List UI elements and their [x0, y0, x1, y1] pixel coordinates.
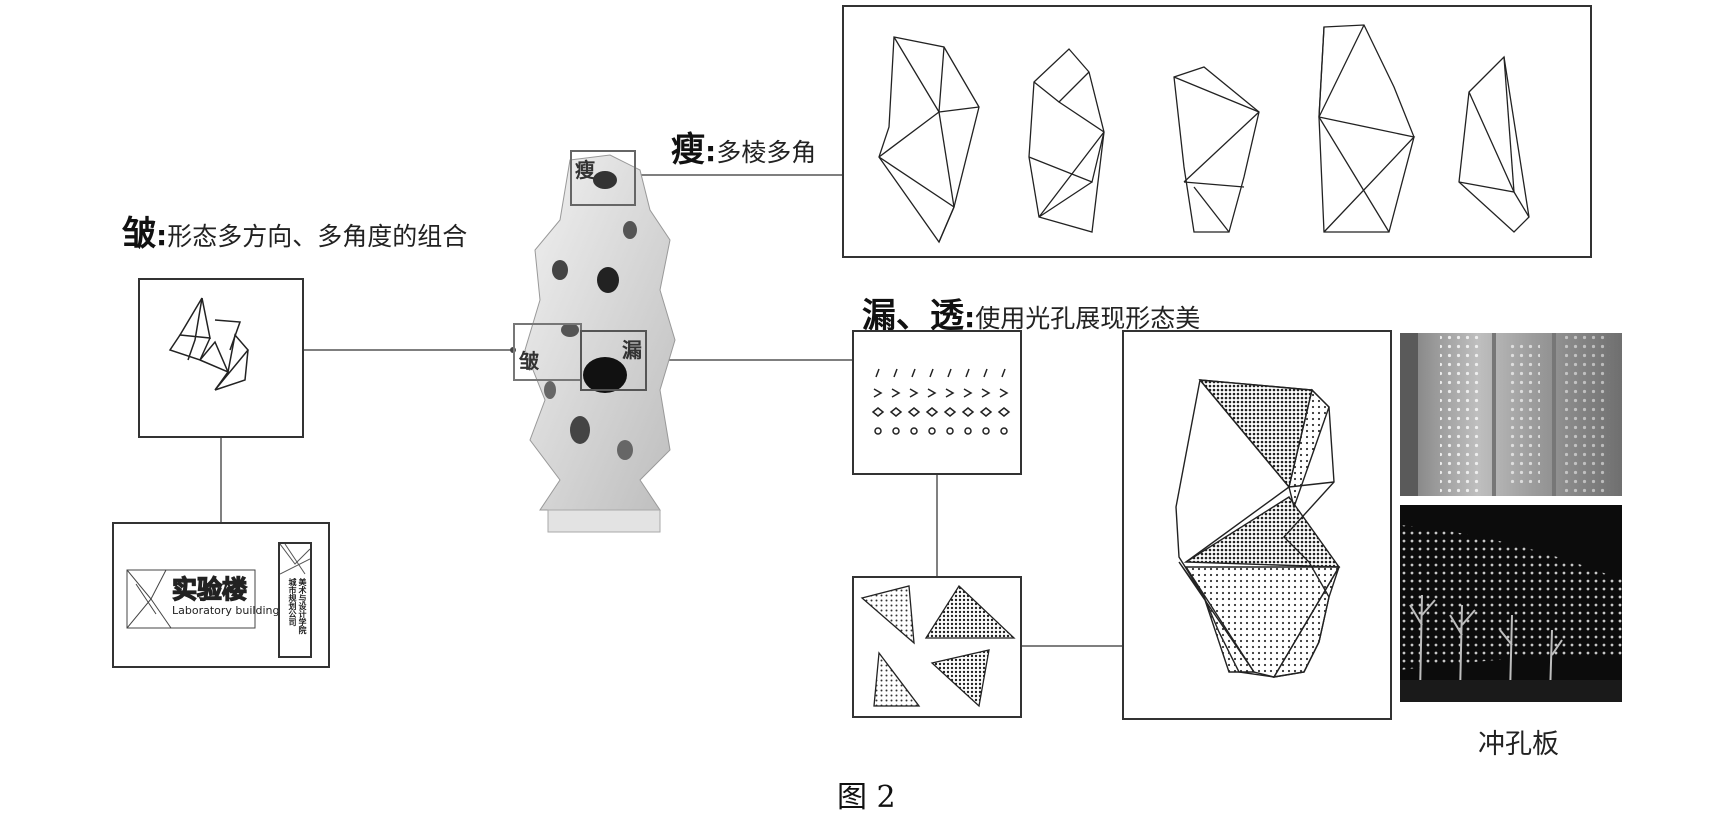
zhou-form-box — [138, 278, 304, 438]
shou-forms-box — [842, 5, 1592, 258]
stone-highlight-lou: 漏 — [580, 330, 647, 391]
perforated-wall-photo — [1400, 333, 1622, 496]
sign-cn-text: 实验楼 — [171, 574, 248, 604]
polygon-forms-icon — [878, 24, 1530, 244]
heading-lou-tou-desc: 使用光孔展现形态美 — [975, 304, 1201, 333]
heading-shou-char: 瘦 — [671, 130, 705, 170]
taihu-stone-image — [524, 154, 676, 533]
perforated-canopy-night-photo — [1400, 505, 1622, 702]
row-slashes — [875, 368, 1006, 378]
stone-highlight-zhou: 皱 — [513, 323, 582, 381]
perforation-pattern-box — [852, 330, 1022, 475]
heading-lou-tou: 漏、透:使用光孔展现形态美 — [862, 288, 1200, 337]
stone-label-zhou: 皱 — [519, 349, 539, 373]
heading-zhou-desc: 形态多方向、多角度的组合 — [167, 222, 468, 251]
crumpled-triangles-icon — [168, 297, 249, 391]
heading-lou-tou-colon: : — [964, 301, 976, 334]
perforation-pattern-icon — [871, 368, 1011, 435]
heading-shou: 瘦:多棱多角 — [671, 122, 816, 171]
stone-highlight-shou: 瘦 — [570, 150, 636, 206]
heading-shou-desc: 多棱多角 — [716, 138, 817, 167]
vertical-sign-line2: 美术与设计学院 — [298, 578, 307, 634]
sign-facets-icon — [126, 569, 256, 629]
figure-caption: 图 2 — [837, 780, 896, 815]
vertical-sign-line1: 城市规划公司 — [288, 578, 297, 626]
stone-label-shou: 瘦 — [575, 158, 595, 182]
perforated-facade-box — [1122, 330, 1392, 720]
sign-en-text: Laboratory building — [172, 604, 280, 617]
vertical-sign: 城市规划公司 美术与设计学院 — [278, 542, 312, 658]
heading-zhou-colon: : — [156, 219, 168, 252]
dotted-triangles-icon — [860, 584, 1016, 708]
heading-zhou-char: 皱 — [122, 214, 156, 254]
row-circles — [874, 427, 1008, 435]
photo-caption: 冲孔板 — [1478, 729, 1559, 760]
row-chevrons — [873, 388, 1009, 398]
heading-lou-tou-char: 漏、透 — [862, 296, 964, 336]
vertical-sign-facets-icon — [280, 544, 310, 575]
lab-sign-box: 实验楼 Laboratory building 城市规划公司 美术与设计学院 — [112, 522, 330, 668]
perforated-facade-icon — [1175, 379, 1341, 678]
stone-label-lou: 漏 — [622, 338, 642, 362]
dotted-triangles-box — [852, 576, 1022, 718]
row-diamonds — [871, 407, 1011, 417]
heading-zhou: 皱:形态多方向、多角度的组合 — [122, 206, 467, 255]
heading-shou-colon: : — [705, 135, 717, 168]
